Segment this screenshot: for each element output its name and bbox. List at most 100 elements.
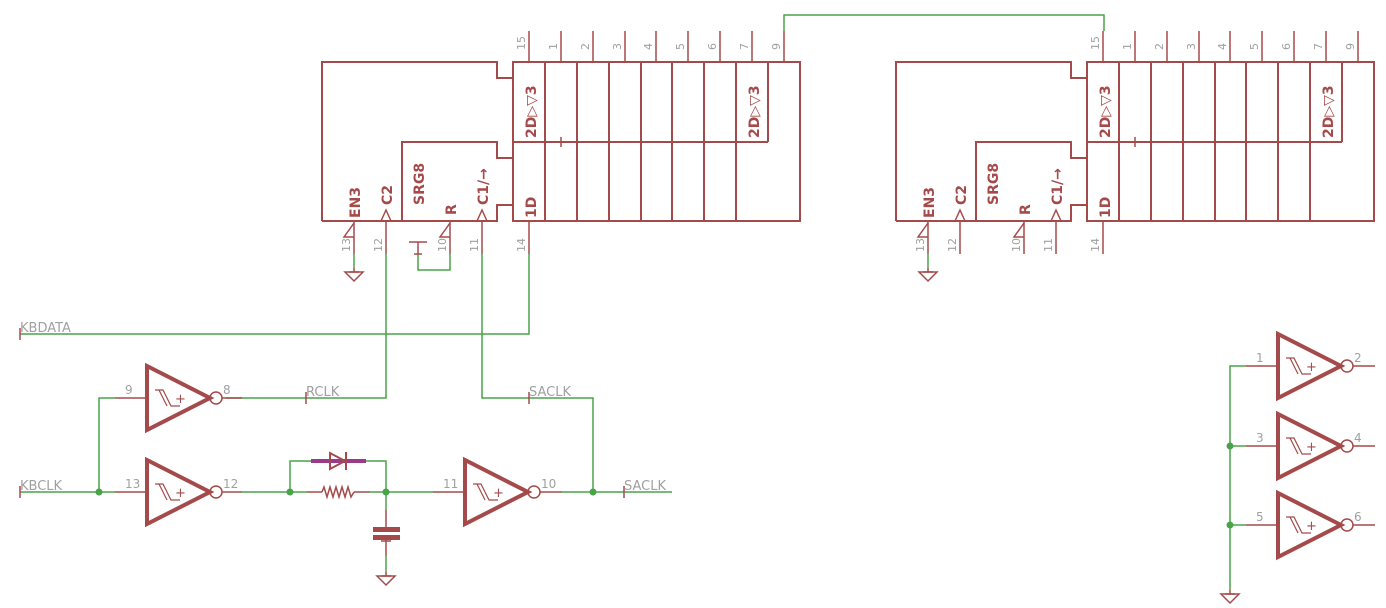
- pin-number: 1: [1256, 351, 1264, 365]
- schmitt-plus: +: [175, 486, 186, 501]
- hysteresis-icon: [155, 483, 180, 501]
- ground-triangle: [343, 271, 365, 283]
- control-block-outline: [321, 61, 513, 221]
- pin-number: 2: [1354, 351, 1362, 365]
- pin-number: 11: [443, 477, 458, 491]
- srg8-label: SRG8: [986, 163, 1002, 205]
- schmitt-inverter: +9 8: [115, 362, 242, 434]
- ground-triangle: [917, 271, 939, 283]
- net-label-kbdata: KBDATA: [20, 321, 71, 336]
- clock2-label: C2: [380, 185, 396, 205]
- inverter-triangle: [145, 362, 215, 434]
- wire-right-inputs: [1229, 365, 1246, 590]
- capacitor-plate: [373, 535, 400, 540]
- pin-number: 3: [611, 43, 624, 50]
- wire-diode-left: [289, 460, 311, 492]
- net-label-kbclk: KBCLK: [20, 479, 63, 494]
- hysteresis-icon: [1286, 516, 1311, 534]
- schmitt-plus: +: [1306, 360, 1317, 375]
- inverter-triangle: [1276, 330, 1346, 402]
- schmitt-inverter: +1 2: [1246, 330, 1375, 402]
- active-low-indicator: [342, 222, 355, 238]
- pin-number: 7: [738, 43, 751, 50]
- stage-label-2d: 2D▷▽3: [747, 85, 763, 138]
- inverter-triangle: [463, 456, 533, 528]
- schmitt-plus: +: [1306, 440, 1317, 455]
- junction-dot: [1226, 521, 1234, 529]
- reset-label: R: [1018, 204, 1034, 215]
- junction-dot: [95, 488, 103, 496]
- pin-number: 3: [1185, 43, 1198, 50]
- pin-number: 9: [125, 383, 133, 397]
- capacitor: [373, 510, 400, 556]
- net-label-saclk: SACLK: [529, 385, 571, 400]
- stage-label-2d: 2D▷▽3: [524, 85, 540, 138]
- junction-dot: [382, 488, 390, 496]
- pin-number: 2: [1153, 43, 1166, 50]
- pin-number: 13: [125, 477, 140, 491]
- pin-number: 10: [436, 238, 449, 252]
- pin-number: 15: [1089, 36, 1102, 50]
- hysteresis-icon: [1286, 437, 1311, 455]
- pin-number: 4: [1216, 43, 1229, 50]
- pin-number: 15: [515, 36, 528, 50]
- net-label-saclk-out: SACLK: [624, 479, 666, 494]
- grounds: [343, 268, 1241, 605]
- active-low-indicator: [916, 222, 929, 238]
- junction-dot: [589, 488, 597, 496]
- clock-indicator: [954, 208, 966, 222]
- pin-number: 7: [1312, 43, 1325, 50]
- resistor-zigzag: [321, 484, 355, 500]
- pin-number: 5: [1248, 43, 1261, 50]
- pin-number: 8: [223, 383, 231, 397]
- srg8-block-outline: [975, 141, 1087, 221]
- schmitt-plus: +: [1306, 519, 1317, 534]
- ground-icon: [917, 268, 939, 283]
- pin-number: 14: [515, 238, 528, 252]
- wire-reset: [417, 254, 451, 271]
- ground-icon: [1219, 590, 1241, 605]
- junctions: [95, 442, 1234, 529]
- pin-number: 12: [946, 238, 959, 252]
- pin-number: 4: [642, 43, 655, 50]
- ground-triangle: [375, 575, 397, 587]
- inverter-triangle: [145, 456, 215, 528]
- active-low-indicator: [438, 222, 451, 238]
- schmitt-inverter: +11 10: [433, 456, 562, 528]
- wire-kbclk-branch: [98, 397, 115, 492]
- clock1-label: C1/→: [1050, 168, 1066, 205]
- pin-number: 10: [1010, 238, 1023, 252]
- ground-triangle: [1219, 593, 1241, 605]
- pin-number: 13: [914, 238, 927, 252]
- pin-number: 9: [770, 43, 783, 50]
- wire-cascade: [783, 14, 1105, 31]
- pin-number: 5: [1256, 510, 1264, 524]
- pin-number: 14: [1089, 238, 1102, 252]
- pin-number: 2: [579, 43, 592, 50]
- junction-dot: [1226, 442, 1234, 450]
- control-block-outline: [895, 61, 1087, 221]
- diode: [311, 451, 366, 471]
- pin-number: 12: [223, 477, 238, 491]
- schmitt-plus: +: [175, 392, 186, 407]
- enable-label: EN3: [348, 187, 364, 218]
- pin-number: 11: [468, 238, 481, 252]
- wires: [19, 14, 1246, 590]
- wire-saclk-feedback: [481, 254, 594, 492]
- schmitt-plus: +: [493, 486, 504, 501]
- clock-indicator: [1050, 208, 1062, 222]
- pin-number: 6: [1354, 510, 1362, 524]
- diode-triangle: [329, 451, 348, 471]
- pin-number: 5: [674, 43, 687, 50]
- srg8-block-outline: [401, 141, 513, 221]
- schmitt-inverter: +13 12: [115, 456, 242, 528]
- stage-label-1d: 1D: [524, 197, 540, 218]
- resistor: [307, 484, 370, 500]
- pin-number: 10: [541, 477, 556, 491]
- pin-number: 6: [1280, 43, 1293, 50]
